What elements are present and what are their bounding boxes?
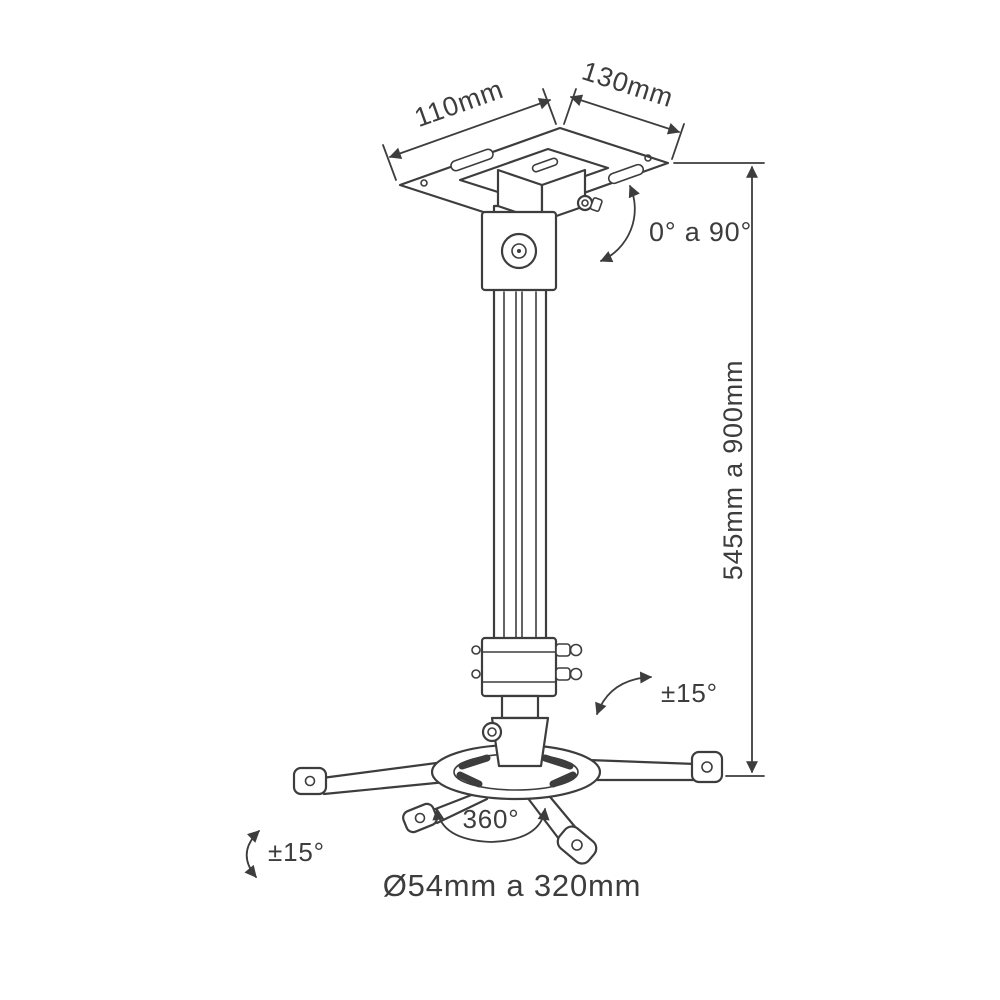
mount-drawing <box>292 126 724 865</box>
base-arm-left <box>292 760 448 796</box>
annotation-head-tilt <box>599 184 640 263</box>
base-arm-right <box>586 750 724 784</box>
dim-top-depth-label: 110mm <box>411 74 508 133</box>
dim-height-range <box>673 162 765 777</box>
tilt-joint <box>481 694 550 768</box>
dim-height-range-label: 545mm a 900mm <box>718 360 748 580</box>
lower-clamp <box>471 636 583 698</box>
annotation-pole-tilt <box>595 671 653 716</box>
dim-top-depth <box>382 88 557 181</box>
annotation-base-tilt <box>244 830 260 878</box>
base-arm-front-right <box>525 790 598 865</box>
dim-top-width <box>563 88 685 160</box>
annotation-rotation-label: 360° <box>463 804 520 834</box>
label-footprint-range: Ø54mm a 320mm <box>383 868 641 903</box>
annotation-head-tilt-label: 0° a 90° <box>649 217 752 247</box>
base <box>292 743 724 865</box>
annotation-rotation <box>432 807 550 843</box>
annotation-pole-tilt-label: ±15° <box>661 678 718 708</box>
annotation-base-tilt-label: ±15° <box>268 837 325 867</box>
tilt-hinge-bolt <box>576 194 603 212</box>
upper-bracket <box>480 210 558 292</box>
